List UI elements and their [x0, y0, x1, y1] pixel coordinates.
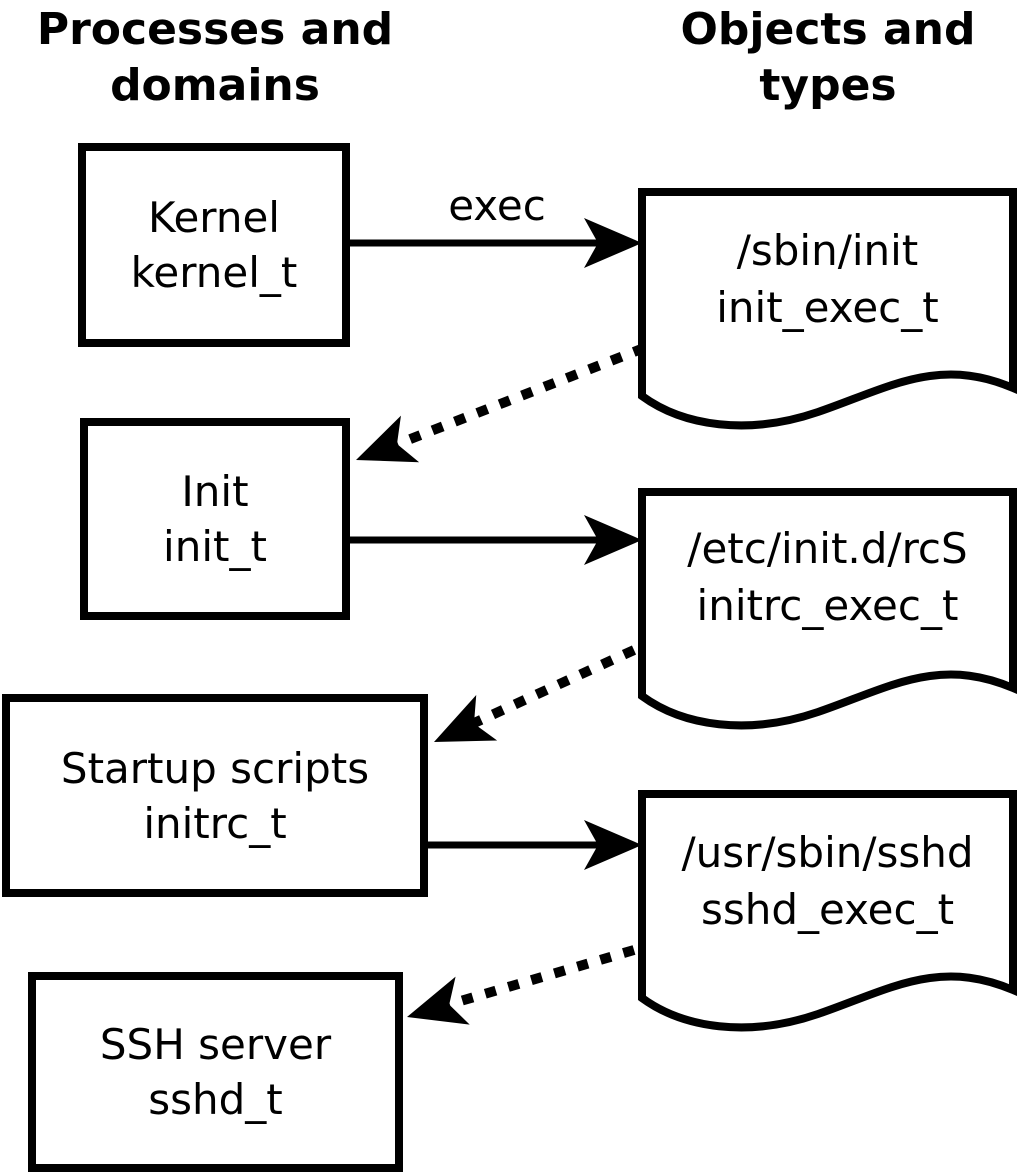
process-box-init: Init init_t: [80, 418, 350, 620]
object-text-etc-initd-rcs: /etc/init.d/rcS initrc_exec_t: [638, 520, 1017, 634]
transition-arrow-sshd-exec-to-sshd: [407, 945, 636, 1025]
object-type: init_exec_t: [716, 283, 939, 332]
process-name: Kernel: [148, 193, 280, 242]
process-domain-type: init_t: [163, 522, 267, 571]
object-path: /etc/init.d/rcS: [687, 524, 968, 573]
object-text-sbin-init: /sbin/init init_exec_t: [638, 222, 1017, 336]
process-domain-type: initrc_t: [143, 798, 287, 848]
process-domain-type: sshd_t: [148, 1075, 283, 1124]
process-box-kernel: Kernel kernel_t: [78, 143, 350, 347]
document-shape-usr-sbin-sshd: [638, 790, 1017, 1032]
object-path: /usr/sbin/sshd: [681, 828, 974, 877]
process-name: Init: [181, 467, 249, 516]
column-header-processes: Processes and domains: [36, 4, 394, 111]
object-path: /sbin/init: [736, 226, 919, 275]
object-type: initrc_exec_t: [696, 581, 959, 630]
exec-arrow-kernel-to-init-exec: [340, 218, 642, 268]
exec-edge-label: exec: [448, 181, 546, 230]
object-type: sshd_exec_t: [700, 885, 955, 934]
transition-arrow-init-exec-to-init: [356, 343, 646, 463]
process-name: SSH server: [99, 1020, 332, 1069]
transition-arrow-initrc-exec-to-initrc: [434, 645, 637, 742]
process-box-startup-scripts: Startup scripts initrc_t: [2, 694, 428, 897]
document-shape-sbin-init: [638, 188, 1017, 430]
process-domain-type: kernel_t: [130, 248, 298, 297]
process-name: Startup scripts: [60, 743, 370, 793]
process-box-ssh-server: SSH server sshd_t: [28, 972, 403, 1172]
column-header-objects: Objects and types: [680, 4, 976, 111]
document-shape-etc-initd-rcs: [638, 488, 1017, 730]
object-text-usr-sbin-sshd: /usr/sbin/sshd sshd_exec_t: [638, 824, 1017, 938]
exec-arrow-init-to-initrc-exec: [344, 515, 642, 565]
exec-arrow-initrc-to-sshd-exec: [424, 820, 642, 870]
